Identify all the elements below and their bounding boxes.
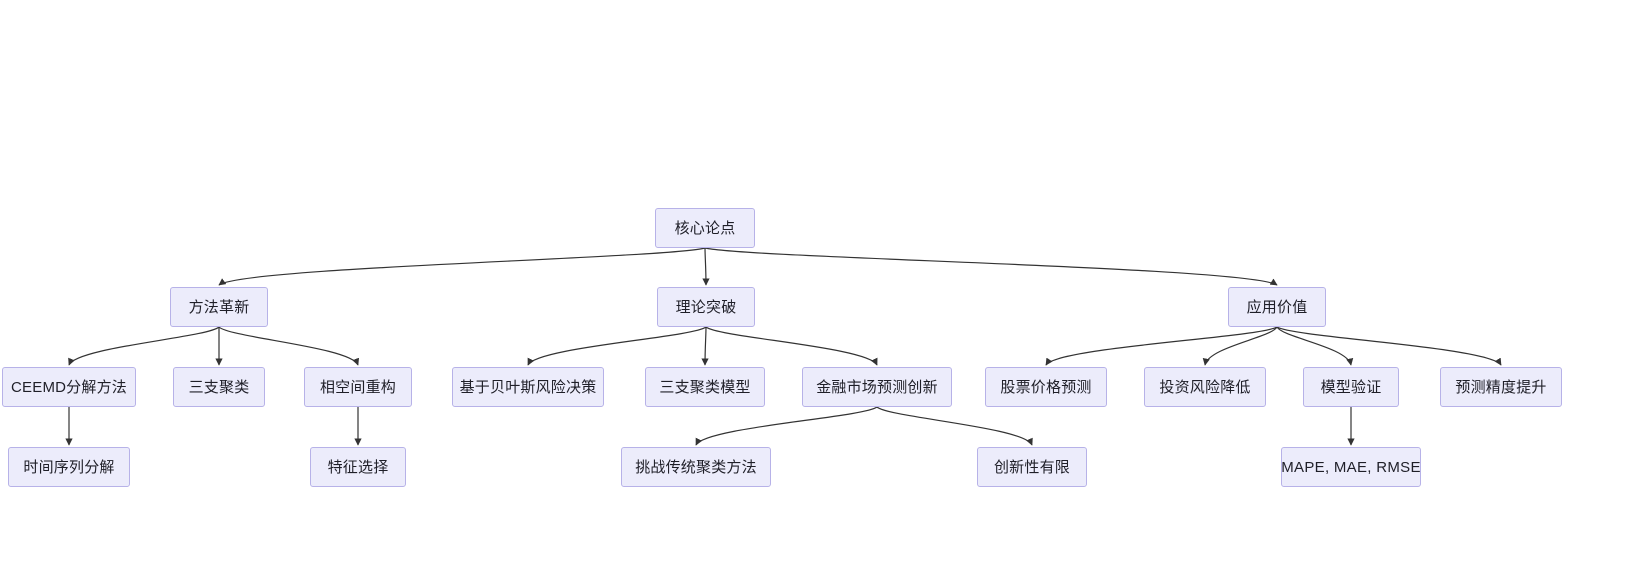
flow-edge-l1a-to-l2c	[218, 326, 359, 366]
flow-edge-l1c-to-l2g	[1045, 326, 1278, 366]
flow-edge-l2f-to-l3c	[695, 406, 878, 446]
flow-edge-l1c-to-l2j	[1276, 326, 1502, 366]
flow-node-l3e[interactable]: MAPE, MAE, RMSE	[1281, 447, 1421, 487]
flow-node-label: 预测精度提升	[1455, 378, 1547, 396]
flow-edge-l1c-to-l2i	[1276, 326, 1354, 366]
flow-edge-l1b-to-l2e	[701, 326, 709, 366]
flow-node-l1a[interactable]: 方法革新	[170, 287, 268, 327]
flow-node-label: 方法革新	[188, 298, 250, 316]
flow-node-label: 核心论点	[674, 219, 736, 237]
flow-node-l2j[interactable]: 预测精度提升	[1440, 367, 1562, 407]
flow-node-label: 投资风险降低	[1159, 378, 1251, 396]
flow-edge-root-to-l1c	[704, 247, 1278, 286]
flow-edge-l1c-to-l2h	[1202, 326, 1278, 366]
flow-node-l2a[interactable]: CEEMD分解方法	[2, 367, 136, 407]
flow-node-l3b[interactable]: 特征选择	[310, 447, 406, 487]
flow-node-label: 特征选择	[327, 458, 389, 476]
flow-edge-l1a-to-l2a	[68, 326, 220, 366]
flow-node-label: 股票价格预测	[1000, 378, 1092, 396]
flow-node-l2h[interactable]: 投资风险降低	[1144, 367, 1266, 407]
flow-node-l1b[interactable]: 理论突破	[657, 287, 755, 327]
flow-edge-l2f-to-l3d	[876, 406, 1033, 446]
flow-node-l3a[interactable]: 时间序列分解	[8, 447, 130, 487]
flow-edge-root-to-l1b	[702, 247, 710, 286]
flow-edge-l1b-to-l2f	[705, 326, 878, 366]
flow-node-l3c[interactable]: 挑战传统聚类方法	[621, 447, 771, 487]
flow-node-label: 理论突破	[675, 298, 737, 316]
flow-node-label: 三支聚类	[188, 378, 250, 396]
flow-node-label: CEEMD分解方法	[11, 378, 127, 396]
flow-node-l2e[interactable]: 三支聚类模型	[645, 367, 765, 407]
flow-node-label: 三支聚类模型	[659, 378, 751, 396]
flow-edge-l1b-to-l2d	[527, 326, 707, 366]
flow-node-root[interactable]: 核心论点	[655, 208, 755, 248]
flow-edge-root-to-l1a	[218, 247, 706, 286]
flow-node-label: 应用价值	[1246, 298, 1308, 316]
flow-node-l2f[interactable]: 金融市场预测创新	[802, 367, 952, 407]
flow-node-l2g[interactable]: 股票价格预测	[985, 367, 1107, 407]
flow-node-l2b[interactable]: 三支聚类	[173, 367, 265, 407]
flow-node-label: 时间序列分解	[23, 458, 115, 476]
flow-node-l2i[interactable]: 模型验证	[1303, 367, 1399, 407]
flow-node-l1c[interactable]: 应用价值	[1228, 287, 1326, 327]
flow-node-l2d[interactable]: 基于贝叶斯风险决策	[452, 367, 604, 407]
flow-node-l3d[interactable]: 创新性有限	[977, 447, 1087, 487]
flow-node-l2c[interactable]: 相空间重构	[304, 367, 412, 407]
flow-node-label: 创新性有限	[993, 458, 1070, 476]
flow-node-label: 基于贝叶斯风险决策	[459, 378, 597, 396]
flow-node-label: 挑战传统聚类方法	[635, 458, 757, 476]
flow-node-label: 金融市场预测创新	[816, 378, 938, 396]
flow-node-label: 模型验证	[1320, 378, 1382, 396]
flow-node-label: MAPE, MAE, RMSE	[1281, 458, 1421, 476]
flow-node-label: 相空间重构	[319, 378, 396, 396]
